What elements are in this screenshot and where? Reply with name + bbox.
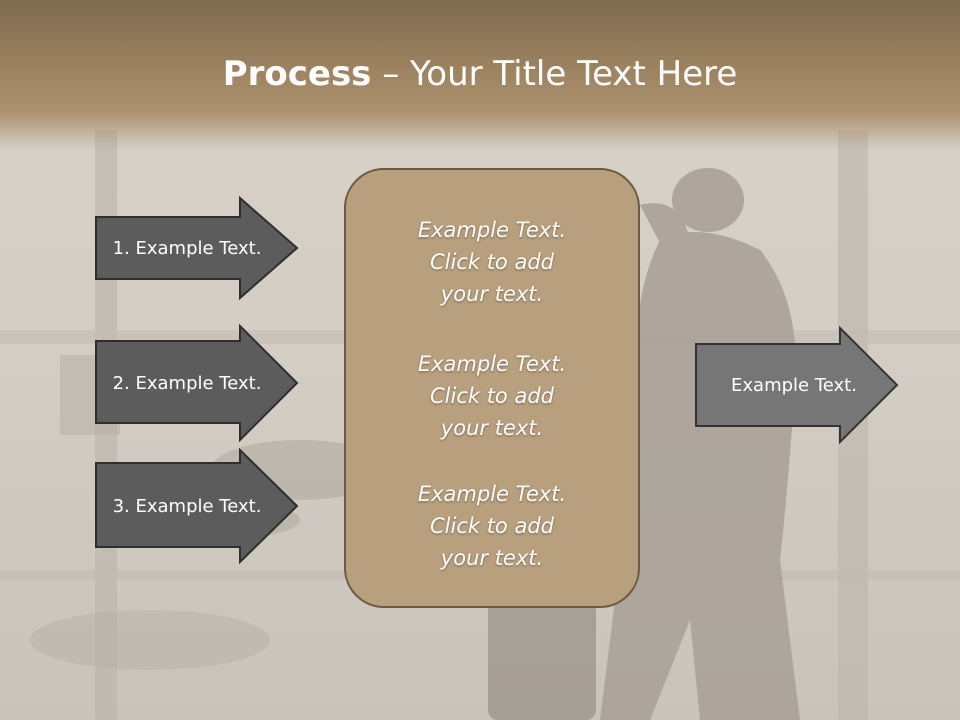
result-arrow[interactable]: Example Text. [694, 326, 900, 444]
arrow-label: Example Text. [731, 374, 857, 396]
center-text-2[interactable]: Example Text. Click to add your text. [417, 352, 567, 440]
center-text-1[interactable]: Example Text. Click to add your text. [417, 218, 567, 306]
arrow-label: 3. Example Text. [112, 495, 262, 517]
process-arrow-3[interactable]: 3. Example Text. [94, 448, 300, 564]
slide-title: Process – Your Title Text Here [0, 52, 960, 96]
arrow-shape [95, 196, 299, 300]
center-text-3[interactable]: Example Text. Click to add your text. [417, 482, 567, 570]
arrow-label: 1. Example Text. [112, 237, 262, 259]
arrow-label: 2. Example Text. [112, 372, 262, 394]
title-band [0, 0, 960, 150]
arrow-shape [95, 448, 299, 564]
arrow-shape [95, 324, 299, 442]
arrow-shape [695, 326, 899, 444]
center-text-box[interactable]: Example Text. Click to add your text. Ex… [344, 168, 640, 608]
process-arrow-2[interactable]: 2. Example Text. [94, 324, 300, 442]
title-bold: Process [222, 54, 372, 94]
process-arrow-1[interactable]: 1. Example Text. [94, 196, 300, 300]
title-rest: – Your Title Text Here [371, 54, 738, 94]
